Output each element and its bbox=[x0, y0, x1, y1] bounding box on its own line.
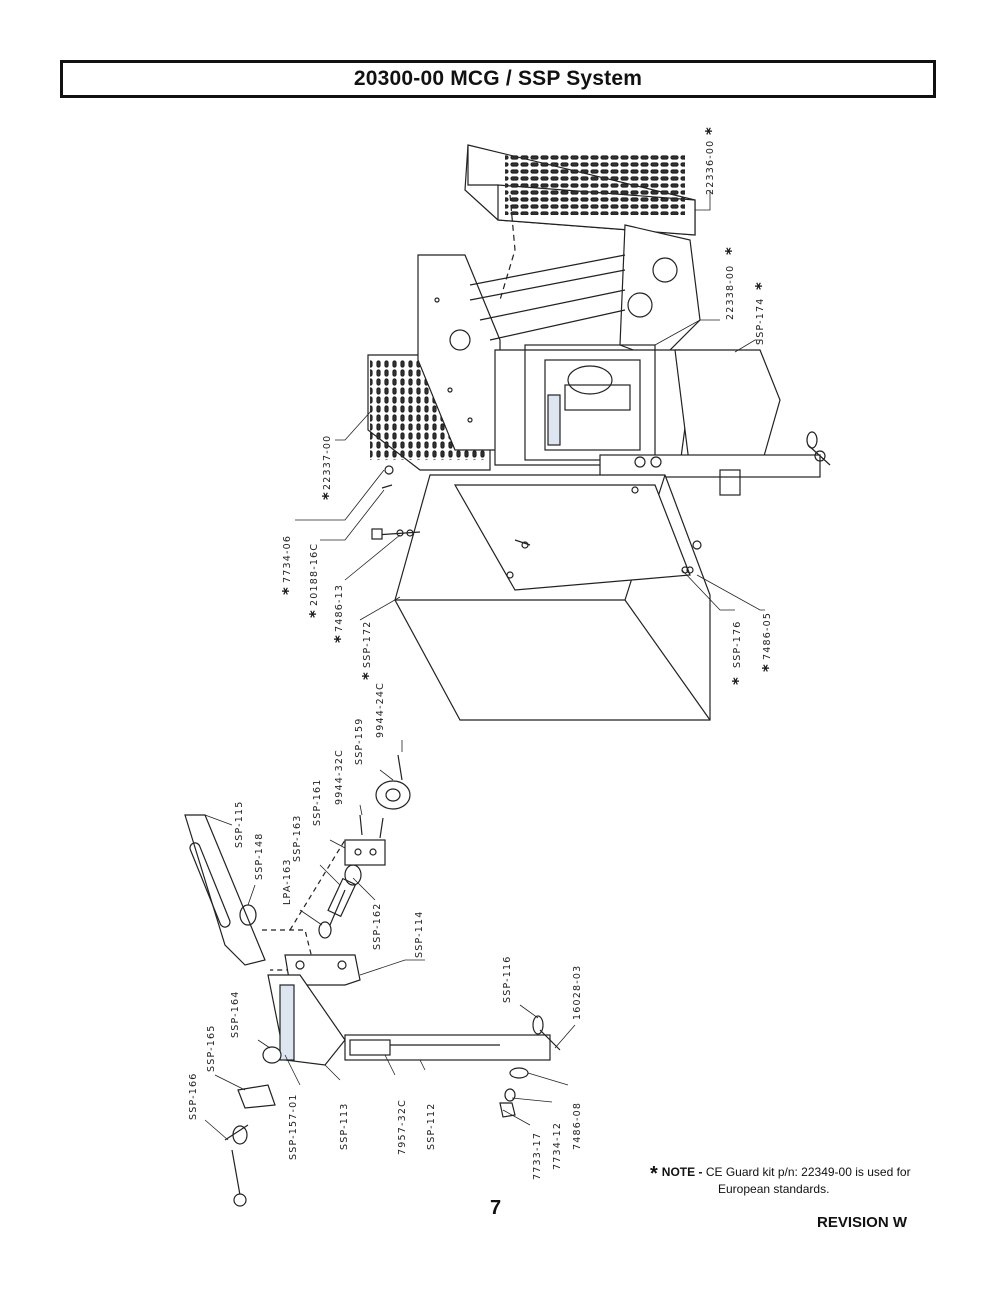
label-ssp-162: SSP-162 bbox=[372, 902, 383, 950]
machine-frame bbox=[367, 224, 831, 496]
part-labels: 22336-00 * 22338-00 * SSP-174 * 22337-00… bbox=[188, 127, 777, 1180]
label-7486-05: 7486-05 bbox=[762, 612, 773, 660]
star-7486-13: * bbox=[331, 635, 349, 643]
label-ssp-174: SSP-174 bbox=[755, 297, 766, 345]
label-ssp-163: SSP-163 bbox=[292, 814, 303, 862]
label-ssp-159: SSP-159 bbox=[354, 717, 365, 765]
page-title: 20300-00 MCG / SSP System bbox=[353, 67, 643, 90]
label-ssp-113: SSP-113 bbox=[339, 1102, 350, 1150]
label-7734-12: 7734-12 bbox=[552, 1122, 563, 1170]
label-ssp-157-01: SSP-157-01 bbox=[288, 1093, 299, 1160]
label-7486-13: 7486-13 bbox=[334, 584, 345, 632]
perforated-cover-22336 bbox=[464, 144, 696, 236]
label-22336-00: 22336-00 bbox=[705, 140, 716, 195]
title-box: 20300-00 MCG / SSP System bbox=[60, 60, 936, 98]
label-22337-00: 22337-00 bbox=[322, 435, 333, 490]
label-ssp-161: SSP-161 bbox=[312, 778, 323, 826]
label-ssp-114: SSP-114 bbox=[414, 910, 425, 958]
star-7734-06: * bbox=[279, 587, 297, 595]
star-7486-05: * bbox=[759, 664, 777, 672]
label-16028-03: 16028-03 bbox=[572, 965, 583, 1020]
label-ssp-165: SSP-165 bbox=[206, 1024, 217, 1072]
label-7734-06: 7734-06 bbox=[282, 535, 293, 583]
label-22338-00: 22338-00 bbox=[725, 265, 736, 320]
label-ssp-164: SSP-164 bbox=[230, 990, 241, 1038]
ce-guard-note: *NOTE - CE Guard kit p/n: 22349-00 is us… bbox=[650, 1163, 950, 1197]
star-22337: * bbox=[319, 492, 337, 500]
page-number: 7 bbox=[490, 1197, 502, 1219]
label-7733-17: 7733-17 bbox=[532, 1132, 543, 1180]
label-9944-32c: 9944-32C bbox=[334, 749, 345, 805]
star-20188: * bbox=[306, 610, 324, 618]
label-ssp-116: SSP-116 bbox=[502, 955, 513, 1003]
label-ssp-115: SSP-115 bbox=[234, 800, 245, 848]
label-ssp-176: SSP-176 bbox=[732, 620, 743, 668]
leader-lines bbox=[204, 190, 765, 1141]
label-ssp-172: SSP-172 bbox=[362, 620, 373, 668]
label-ssp-166: SSP-166 bbox=[188, 1072, 199, 1120]
label-lpa-163: LPA-163 bbox=[282, 858, 293, 905]
star-22338: * bbox=[722, 247, 740, 255]
note-line2: European standards. bbox=[718, 1182, 830, 1196]
star-22336: * bbox=[702, 127, 720, 135]
label-9944-24c: 9944-24C bbox=[375, 682, 386, 738]
revision-label: REVISION W bbox=[817, 1214, 908, 1231]
note-prefix: NOTE - bbox=[661, 1165, 703, 1179]
star-ssp172: * bbox=[359, 672, 377, 680]
note-line1: CE Guard kit p/n: 22349-00 is used for bbox=[705, 1165, 911, 1179]
label-ssp-148: SSP-148 bbox=[254, 832, 265, 880]
enclosure-box-ssp172 bbox=[394, 474, 711, 721]
label-7486-08: 7486-08 bbox=[572, 1102, 583, 1150]
star-ssp176: * bbox=[729, 677, 747, 685]
lower-exploded-assembly bbox=[184, 754, 561, 1207]
note-star: * bbox=[650, 1163, 658, 1185]
star-ssp174: * bbox=[752, 282, 770, 290]
label-ssp-112: SSP-112 bbox=[426, 1102, 437, 1150]
label-7957-32c: 7957-32C bbox=[397, 1099, 408, 1155]
label-20188-16c: 20188-16C bbox=[309, 543, 320, 606]
